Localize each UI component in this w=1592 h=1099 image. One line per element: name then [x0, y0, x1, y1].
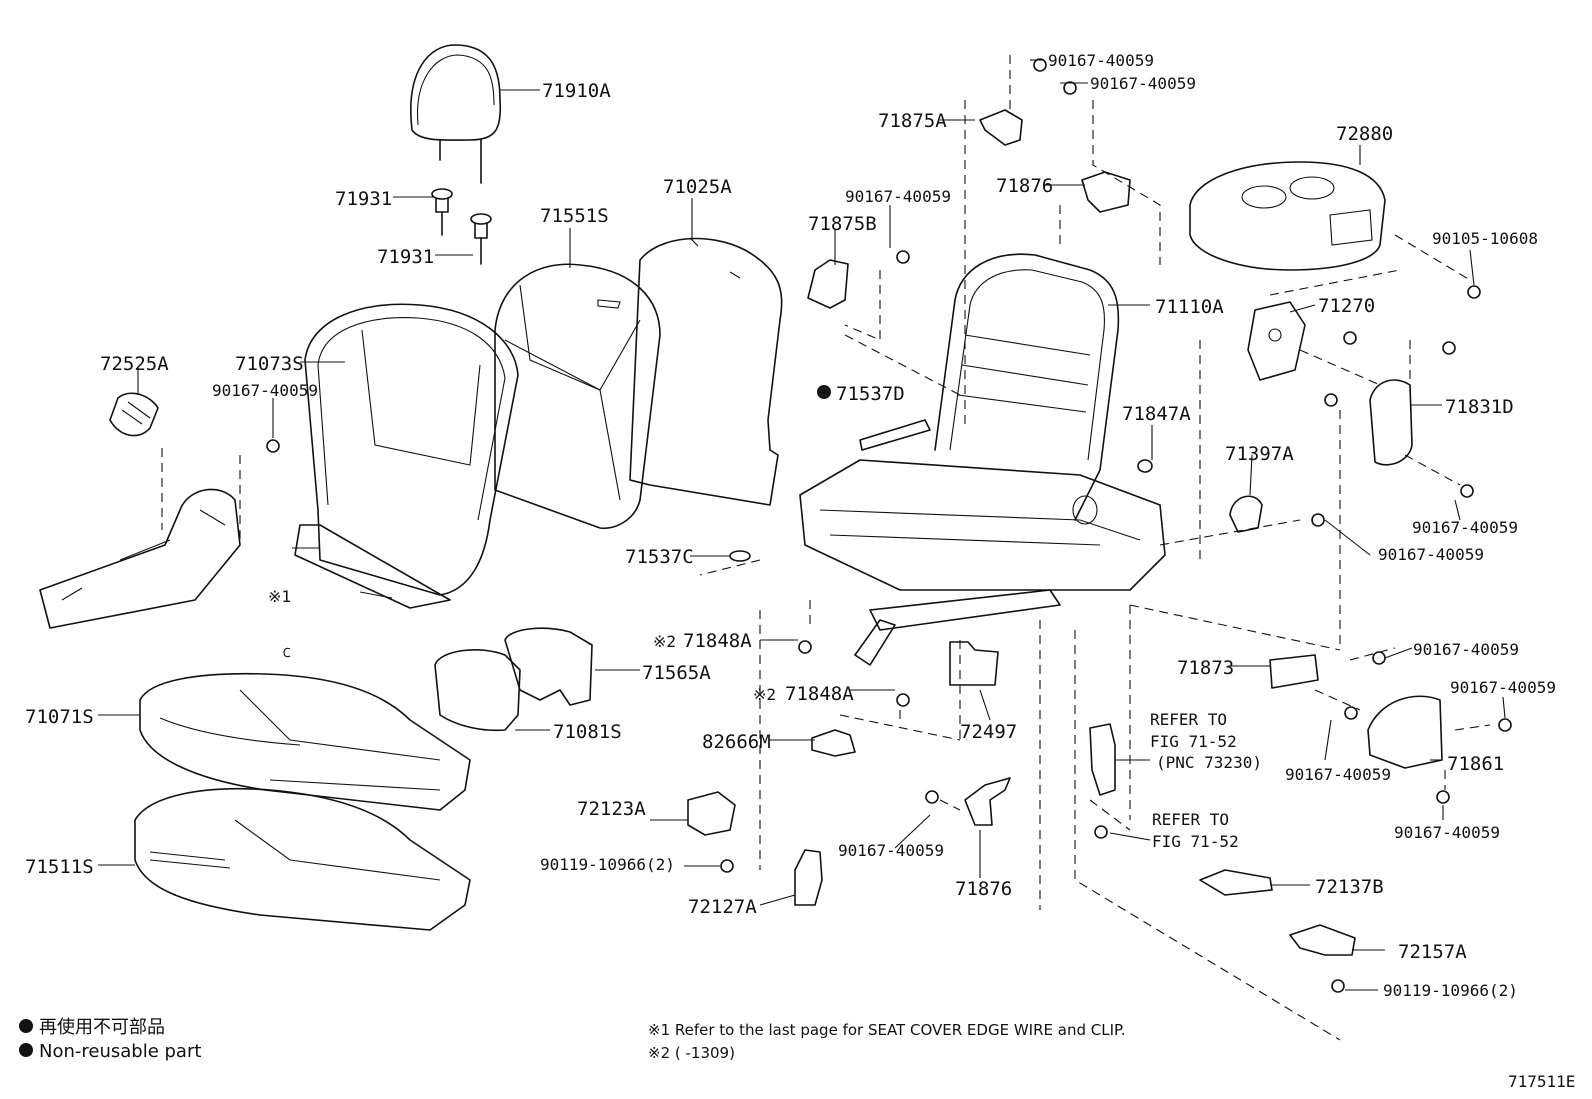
label-71861: 71861 [1447, 753, 1504, 775]
label-71931-upper: 71931 [335, 188, 392, 210]
label-90105-10608: 90105-10608 [1432, 229, 1538, 248]
label-82666M: 82666M [702, 731, 771, 753]
label-90167-40059-i: 90167-40059 [838, 841, 944, 860]
label-90119-10966-b: 90119-10966(2) [1383, 981, 1518, 1000]
label-90167-40059-b: 90167-40059 [845, 187, 951, 206]
label-72137B: 72137B [1315, 876, 1384, 898]
rail-cover-parts [1199, 869, 1356, 956]
label-90167-40059-top1: 90167-40059 [1048, 51, 1154, 70]
label-72525A: 72525A [100, 353, 169, 375]
label-72880: 72880 [1336, 123, 1393, 145]
refer-to-fig-note-2: REFER TO FIG 71-52 [1152, 810, 1239, 851]
hinge-bracket-part [1247, 301, 1306, 381]
leader-lines [98, 59, 1506, 991]
label-71537C: 71537C [625, 546, 694, 568]
label-71847A: 71847A [1122, 403, 1191, 425]
refer-2-line-1: REFER TO [1152, 810, 1229, 829]
legend-dot-icon-en [19, 1043, 33, 1057]
label-71910A: 71910A [542, 80, 611, 102]
figure-id: 717511E [1508, 1072, 1575, 1091]
label-90119-10966-a: 90119-10966(2) [540, 855, 675, 874]
label-71848A-b: 71848A [785, 683, 854, 705]
small-pad-parts [434, 627, 593, 732]
bolt-parts [266, 58, 1512, 993]
note2-mark-a: ※2 [653, 632, 676, 651]
side-cover-part [1369, 379, 1413, 466]
refer-to-fig-note-1: REFER TO FIG 71-52 (PNC 73230) [1150, 710, 1262, 772]
note2-mark-b: ※2 [753, 685, 776, 704]
label-72123A: 72123A [577, 798, 646, 820]
label-71537D: 71537D [836, 383, 905, 405]
assembly-dashed-lines [161, 55, 1491, 1041]
cover-parts [687, 729, 856, 906]
label-71848A-a: 71848A [683, 630, 752, 652]
end-cover-parts [1269, 654, 1443, 769]
label-71831D: 71831D [1445, 396, 1514, 418]
label-part [949, 641, 999, 686]
label-71025A: 71025A [663, 176, 732, 198]
note1-mark: ※1 [268, 587, 291, 606]
part-labels: 71910A 71931 71931 71551S 71025A 72525A … [25, 51, 1556, 1000]
seatback-board-part [629, 237, 783, 506]
label-90167-40059-c: 90167-40059 [1412, 518, 1518, 537]
label-71875B: 71875B [808, 213, 877, 235]
label-71071S: 71071S [25, 706, 94, 728]
label-90167-40059-e: 90167-40059 [1413, 640, 1519, 659]
label-72157A: 72157A [1398, 941, 1467, 963]
refer-1-line-1: REFER TO [1150, 710, 1227, 729]
footnote-2: ※2 ( -1309) [648, 1044, 735, 1062]
label-72497: 72497 [960, 721, 1017, 743]
label-90167-40059-g: 90167-40059 [1285, 765, 1391, 784]
label-71875A: 71875A [878, 110, 947, 132]
label-90167-40059-f: 90167-40059 [1450, 678, 1556, 697]
refer-1-line-2: FIG 71-52 [1150, 732, 1237, 751]
label-71876-bottom: 71876 [955, 878, 1012, 900]
label-90167-40059-top2: 90167-40059 [1090, 74, 1196, 93]
label-71551S: 71551S [540, 205, 609, 227]
side-shield-part [39, 392, 241, 629]
label-71565A: 71565A [642, 662, 711, 684]
label-71931-lower: 71931 [377, 246, 434, 268]
label-71110A: 71110A [1155, 296, 1224, 318]
legend-jp-text: 再使用不可部品 [39, 1017, 165, 1038]
label-90167-40059-h: 90167-40059 [1394, 823, 1500, 842]
label-90167-40059-d: 90167-40059 [1378, 545, 1484, 564]
label-90167-40059-a: 90167-40059 [212, 381, 318, 400]
legend-en-text: Non-reusable part [39, 1041, 201, 1062]
refer-2-line-2: FIG 71-52 [1152, 832, 1239, 851]
cushion-pad-part [134, 787, 471, 931]
headrest-part [410, 44, 502, 184]
label-71397A: 71397A [1225, 443, 1294, 465]
headrest-support-part [431, 188, 492, 265]
legend: 再使用不可部品 Non-reusable part [19, 1017, 201, 1062]
footnote-1: ※1 Refer to the last page for SEAT COVER… [648, 1021, 1125, 1039]
label-71073S: 71073S [235, 353, 304, 375]
label-71873: 71873 [1177, 657, 1234, 679]
label-71081S: 71081S [553, 721, 622, 743]
non-reusable-marker-icon [817, 385, 831, 399]
label-71511S: 71511S [25, 856, 94, 878]
clip-parts [729, 419, 1263, 562]
label-72127A: 72127A [688, 896, 757, 918]
label-71876-top: 71876 [996, 175, 1053, 197]
legend-dot-icon-jp [19, 1019, 33, 1033]
seat-belt-buckle-part [1089, 723, 1116, 796]
seatback-pad-part [494, 263, 661, 529]
refer-1-line-3: (PNC 73230) [1156, 753, 1262, 772]
cushion-cover-part [139, 672, 471, 811]
label-71270: 71270 [1318, 295, 1375, 317]
seat-frame-part [799, 253, 1166, 666]
seatback-cover-part [292, 303, 519, 609]
armrest-box-part [1189, 161, 1386, 271]
